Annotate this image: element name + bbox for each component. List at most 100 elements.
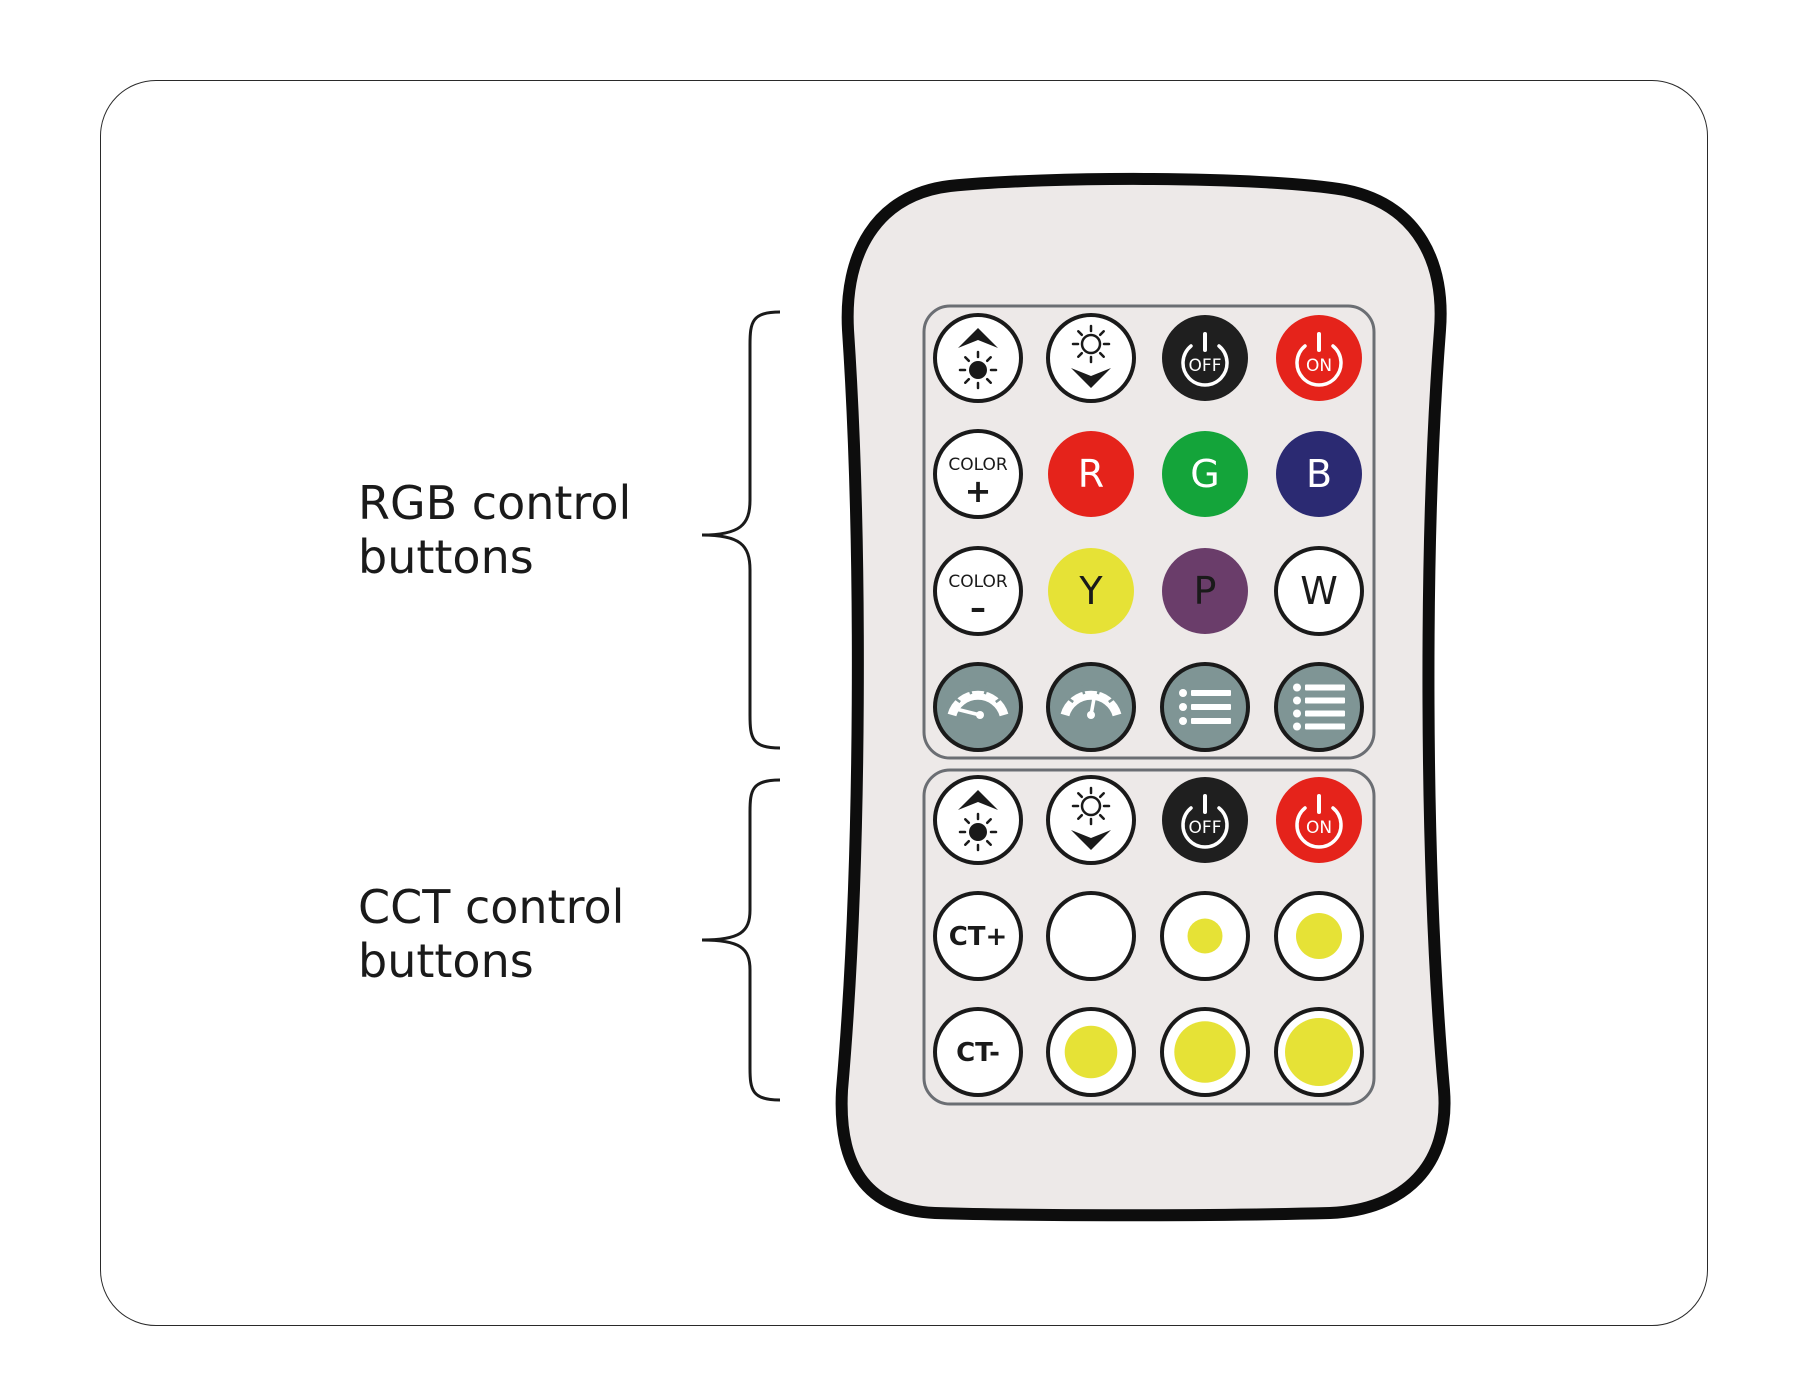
ct-plus-button[interactable]: CT+	[933, 891, 1023, 981]
rgb-group-label: RGB control buttons	[358, 476, 631, 584]
sun-ray	[964, 839, 971, 846]
cct-level-5-button[interactable]	[1160, 1007, 1250, 1097]
red-button[interactable]: R	[1048, 431, 1134, 517]
warmth-dot	[1285, 1018, 1353, 1086]
warmth-dot	[1296, 913, 1342, 959]
button-face	[933, 891, 1023, 981]
speedometer-slow-icon	[947, 685, 1009, 719]
button-face	[1276, 431, 1362, 517]
power-icon	[1181, 332, 1229, 387]
power-label: OFF	[1189, 818, 1222, 838]
color-label: COLOR	[948, 455, 1007, 475]
blue-button[interactable]: B	[1276, 431, 1362, 517]
rgb-brace	[701, 310, 781, 750]
cct-brightness-up-button[interactable]	[933, 775, 1023, 865]
button-face	[1048, 431, 1134, 517]
power-on-button[interactable]: ON	[1276, 315, 1362, 401]
diagram-frame	[100, 80, 1708, 1326]
mode-list-button[interactable]	[1160, 662, 1250, 752]
button-face	[1276, 777, 1362, 863]
cct-power-on-button[interactable]: ON	[1276, 777, 1362, 863]
sun-core	[969, 823, 987, 841]
cct-brightness-down-button[interactable]	[1046, 775, 1136, 865]
sun-core	[969, 361, 987, 379]
power-icon	[1295, 794, 1343, 849]
speed-down-button[interactable]	[933, 662, 1023, 752]
color-symbol: +	[965, 472, 992, 510]
cct-level-6-button[interactable]	[1274, 1007, 1364, 1097]
button-face	[933, 1007, 1023, 1097]
button-text: Y	[1078, 569, 1103, 613]
warmth-dot	[1187, 918, 1223, 954]
purple-button[interactable]: P	[1162, 548, 1248, 634]
power-off-button[interactable]: OFF	[1162, 315, 1248, 401]
button-face	[1276, 315, 1362, 401]
button-face	[1162, 431, 1248, 517]
button-face	[1274, 546, 1364, 636]
brightness-down-button[interactable]	[1046, 313, 1136, 403]
sun-ray	[985, 839, 992, 846]
cct-level-3-button[interactable]	[1274, 891, 1364, 981]
brightness-up-icon	[958, 328, 998, 390]
speed-up-button[interactable]	[1046, 662, 1136, 752]
button-text: CT-	[956, 1038, 1000, 1068]
cct-level-1-button[interactable]	[1046, 891, 1136, 981]
rgb-label-line2: buttons	[358, 530, 534, 584]
speedometer-fast-icon	[1060, 685, 1122, 719]
warmth-dot	[1174, 1021, 1236, 1083]
brightness-up-icon	[958, 790, 998, 852]
rgb-label-line1: RGB control	[358, 476, 632, 530]
power-icon	[1295, 332, 1343, 387]
button-text: G	[1190, 452, 1219, 496]
sun-ray	[964, 356, 971, 363]
power-icon	[1181, 794, 1229, 849]
button-text: R	[1078, 452, 1104, 496]
mode-list-extended-button[interactable]	[1274, 662, 1364, 752]
cct-label-line2: buttons	[358, 934, 534, 988]
cct-level-2-button[interactable]	[1160, 891, 1250, 981]
cct-brace	[701, 778, 781, 1102]
cct-label-line1: CCT control	[358, 880, 625, 934]
power-label: OFF	[1189, 356, 1222, 376]
button-face	[933, 429, 1023, 519]
button-text: W	[1300, 569, 1338, 613]
color-label: COLOR	[948, 572, 1007, 592]
button-face	[933, 546, 1023, 636]
white-button[interactable]: W	[1274, 546, 1364, 636]
button-face	[1046, 891, 1136, 981]
button-face	[1162, 315, 1248, 401]
rgb-button-panel	[922, 304, 1376, 760]
button-text: P	[1194, 569, 1217, 613]
color-minus-button[interactable]: COLOR–	[933, 546, 1023, 636]
brightness-down-icon	[1071, 324, 1111, 388]
sun-ray	[964, 818, 971, 825]
ct-minus-button[interactable]: CT-	[933, 1007, 1023, 1097]
power-label: ON	[1306, 818, 1332, 838]
cct-group-label: CCT control buttons	[358, 880, 624, 988]
button-face	[1048, 548, 1134, 634]
cct-button-panel	[922, 768, 1376, 1106]
green-button[interactable]: G	[1162, 431, 1248, 517]
color-symbol: –	[970, 589, 986, 627]
warmth-dot	[1064, 1025, 1118, 1079]
list-extended-icon	[1293, 683, 1345, 731]
sun-ray	[985, 377, 992, 384]
button-text: B	[1306, 452, 1332, 496]
cct-power-off-button[interactable]: OFF	[1162, 777, 1248, 863]
button-text: CT+	[949, 922, 1008, 952]
list-icon	[1179, 689, 1231, 725]
color-plus-button[interactable]: COLOR+	[933, 429, 1023, 519]
brightness-down-icon	[1071, 786, 1111, 850]
sun-ray	[964, 377, 971, 384]
sun-ray	[985, 356, 992, 363]
brightness-up-button[interactable]	[933, 313, 1023, 403]
yellow-button[interactable]: Y	[1048, 548, 1134, 634]
button-face	[1162, 548, 1248, 634]
button-face	[933, 662, 1023, 752]
power-label: ON	[1306, 356, 1332, 376]
button-face	[1274, 662, 1364, 752]
cct-level-4-button[interactable]	[1046, 1007, 1136, 1097]
sun-ray	[985, 818, 992, 825]
